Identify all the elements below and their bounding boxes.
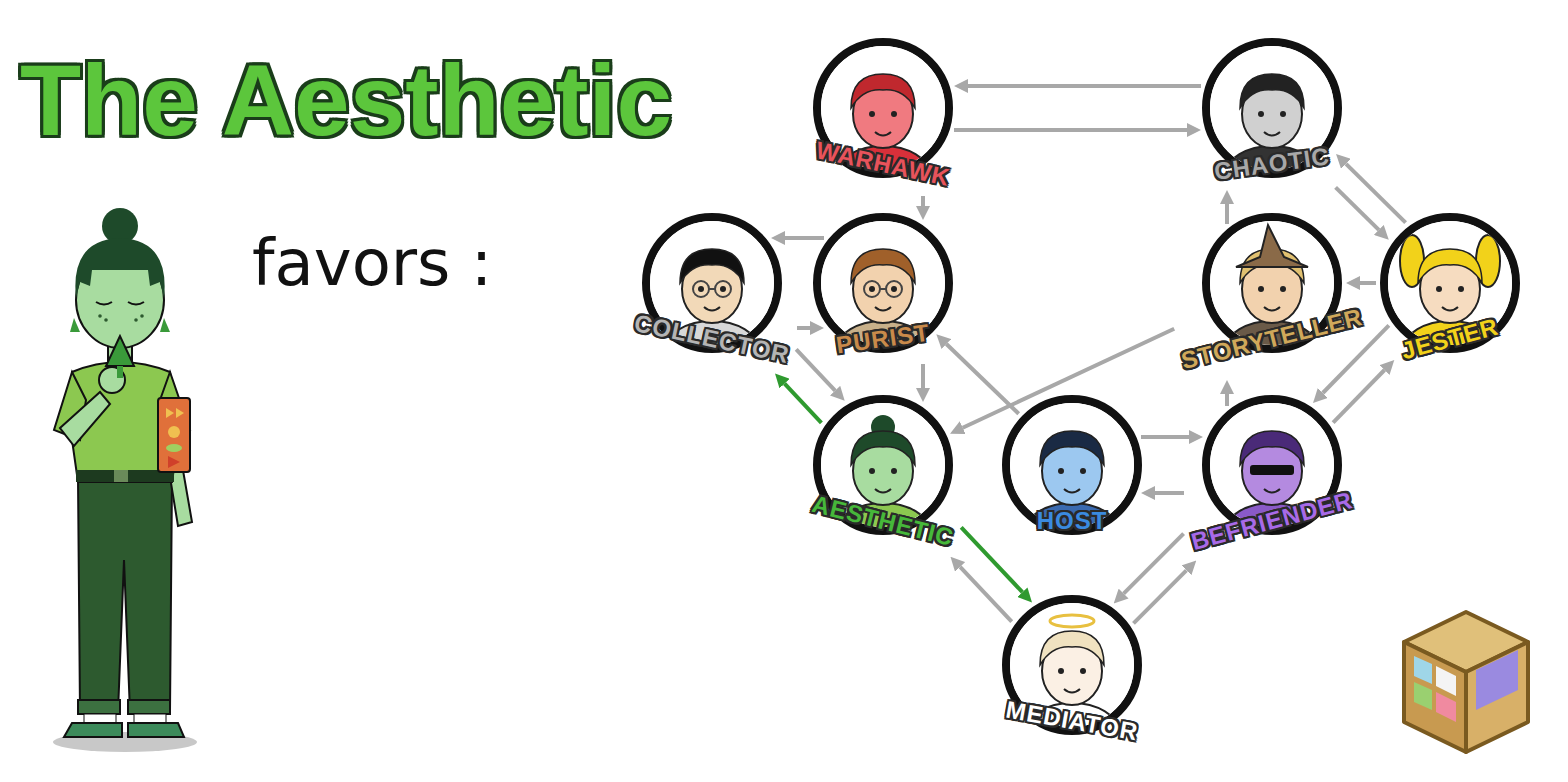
character-circle: AESTHETIC — [813, 395, 953, 535]
arrow-connector — [1225, 204, 1229, 224]
character-circle: PURIST — [813, 213, 953, 353]
character-circle: STORYTELLER — [1202, 213, 1342, 353]
note-label: favors : — [252, 226, 492, 300]
character-circle: JESTER — [1380, 213, 1520, 353]
arrow-connector — [921, 196, 925, 206]
arrow-connector — [921, 364, 925, 388]
character-circle: HOST — [1002, 395, 1142, 535]
arrow-connector — [1225, 394, 1229, 406]
arrow-connector — [968, 84, 1201, 88]
title: The Aesthetic — [20, 40, 672, 160]
character-circle: COLLECTOR — [642, 213, 782, 353]
logo-box — [1404, 612, 1528, 752]
arrow-connector — [961, 527, 1022, 592]
arrow-connector — [796, 349, 835, 390]
logo-tiles — [1414, 650, 1518, 722]
character-circle: MEDIATOR — [1002, 595, 1142, 735]
character-circle: CHAOTIC — [1202, 38, 1342, 178]
arrow-connector — [954, 128, 1187, 132]
arrow-connector — [785, 384, 822, 423]
arrow-connector — [1134, 570, 1187, 623]
arrow-connector — [1360, 281, 1376, 285]
arrow-connector — [1155, 491, 1184, 495]
arrow-connector — [1141, 435, 1189, 439]
arrow-connector — [1333, 370, 1384, 423]
arrow-connector — [946, 344, 1018, 414]
aesthetic-figure — [53, 208, 197, 752]
character-circle: WARHAWK — [813, 38, 953, 178]
arrow-connector — [1336, 187, 1379, 230]
arrow-connector — [785, 236, 824, 240]
character-label: HOST — [1037, 507, 1108, 535]
character-circle: BEFRIENDER — [1202, 395, 1342, 535]
arrow-connector — [1346, 164, 1406, 223]
arrow-connector — [797, 326, 810, 330]
